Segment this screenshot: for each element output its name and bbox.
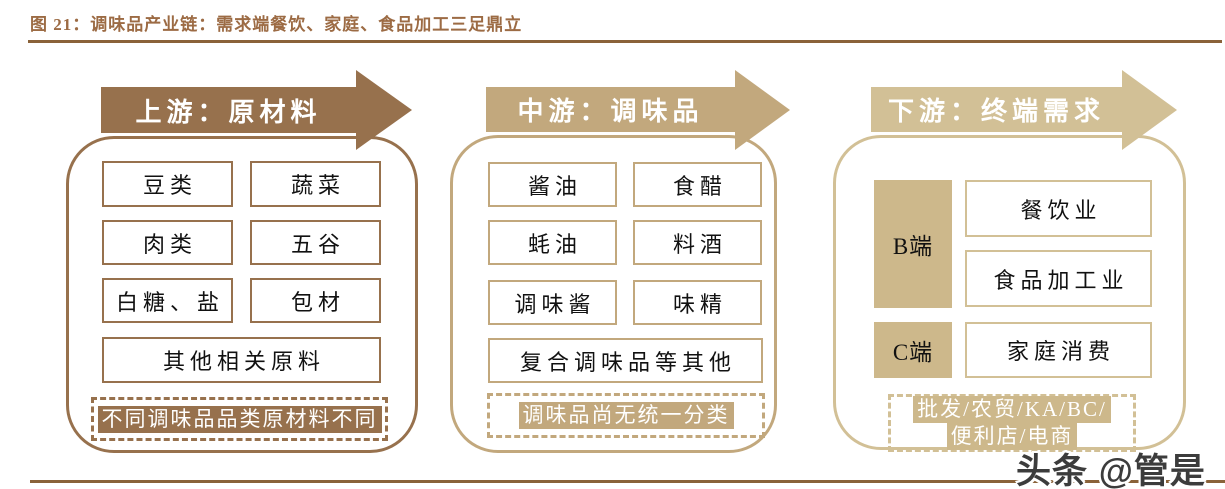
upstream-box-beans: 豆类 bbox=[102, 161, 233, 207]
downstream-banner-label: 下游：终端需求 bbox=[887, 97, 1105, 126]
downstream-banner: 下游：终端需求 bbox=[871, 69, 1177, 150]
upstream-box-sugar-salt: 白糖、盐 bbox=[102, 278, 233, 323]
upstream-box-other-materials: 其他相关原料 bbox=[102, 337, 381, 383]
upstream-box-vegetables: 蔬菜 bbox=[250, 161, 381, 207]
arrow-right-icon bbox=[735, 69, 790, 150]
midstream-note: 调味品尚无统一分类 bbox=[518, 402, 734, 429]
midstream-box-msg: 味精 bbox=[633, 280, 762, 325]
downstream-box-food-processing: 食品加工业 bbox=[965, 250, 1152, 307]
upstream-banner: 上游：原材料 bbox=[101, 70, 412, 150]
downstream-note-line1: 批发/农贸/KA/BC/ bbox=[913, 396, 1111, 423]
midstream-panel bbox=[450, 135, 777, 453]
midstream-banner-label: 中游：调味品 bbox=[517, 97, 704, 126]
midstream-box-sauce: 调味酱 bbox=[488, 280, 617, 325]
upstream-box-grains: 五谷 bbox=[250, 220, 381, 265]
midstream-box-soy-sauce: 酱油 bbox=[488, 162, 617, 207]
downstream-box-household: 家庭消费 bbox=[965, 322, 1152, 378]
midstream-banner: 中游：调味品 bbox=[486, 69, 790, 150]
downstream-c-side-label: C端 bbox=[874, 322, 952, 378]
figure-title: 图 21：调味品产业链：需求端餐饮、家庭、食品加工三足鼎立 bbox=[30, 15, 523, 34]
midstream-note-box: 调味品尚无统一分类 bbox=[487, 393, 765, 438]
watermark: 头条 @管是 bbox=[1016, 452, 1206, 489]
downstream-note-line2: 便利店/电商 bbox=[946, 423, 1078, 450]
upstream-note-box: 不同调味品品类原材料不同 bbox=[91, 397, 388, 441]
upstream-box-packaging: 包材 bbox=[250, 278, 381, 323]
downstream-b-side-label: B端 bbox=[874, 180, 952, 308]
midstream-box-cooking-wine: 料酒 bbox=[633, 220, 762, 265]
upstream-panel bbox=[66, 136, 418, 453]
downstream-note-box: 批发/农贸/KA/BC/ 便利店/电商 bbox=[888, 394, 1136, 452]
midstream-box-compound: 复合调味品等其他 bbox=[488, 338, 763, 383]
arrow-right-icon bbox=[1122, 69, 1177, 150]
upstream-banner-label: 上游：原材料 bbox=[135, 97, 322, 127]
midstream-box-vinegar: 食醋 bbox=[633, 162, 762, 207]
top-divider bbox=[28, 40, 1222, 43]
upstream-box-meat: 肉类 bbox=[102, 220, 233, 265]
bottom-divider bbox=[30, 480, 1225, 483]
downstream-box-catering: 餐饮业 bbox=[965, 180, 1152, 237]
arrow-right-icon bbox=[356, 70, 412, 150]
upstream-note: 不同调味品品类原材料不同 bbox=[97, 405, 382, 433]
midstream-box-oyster-sauce: 蚝油 bbox=[488, 220, 617, 265]
